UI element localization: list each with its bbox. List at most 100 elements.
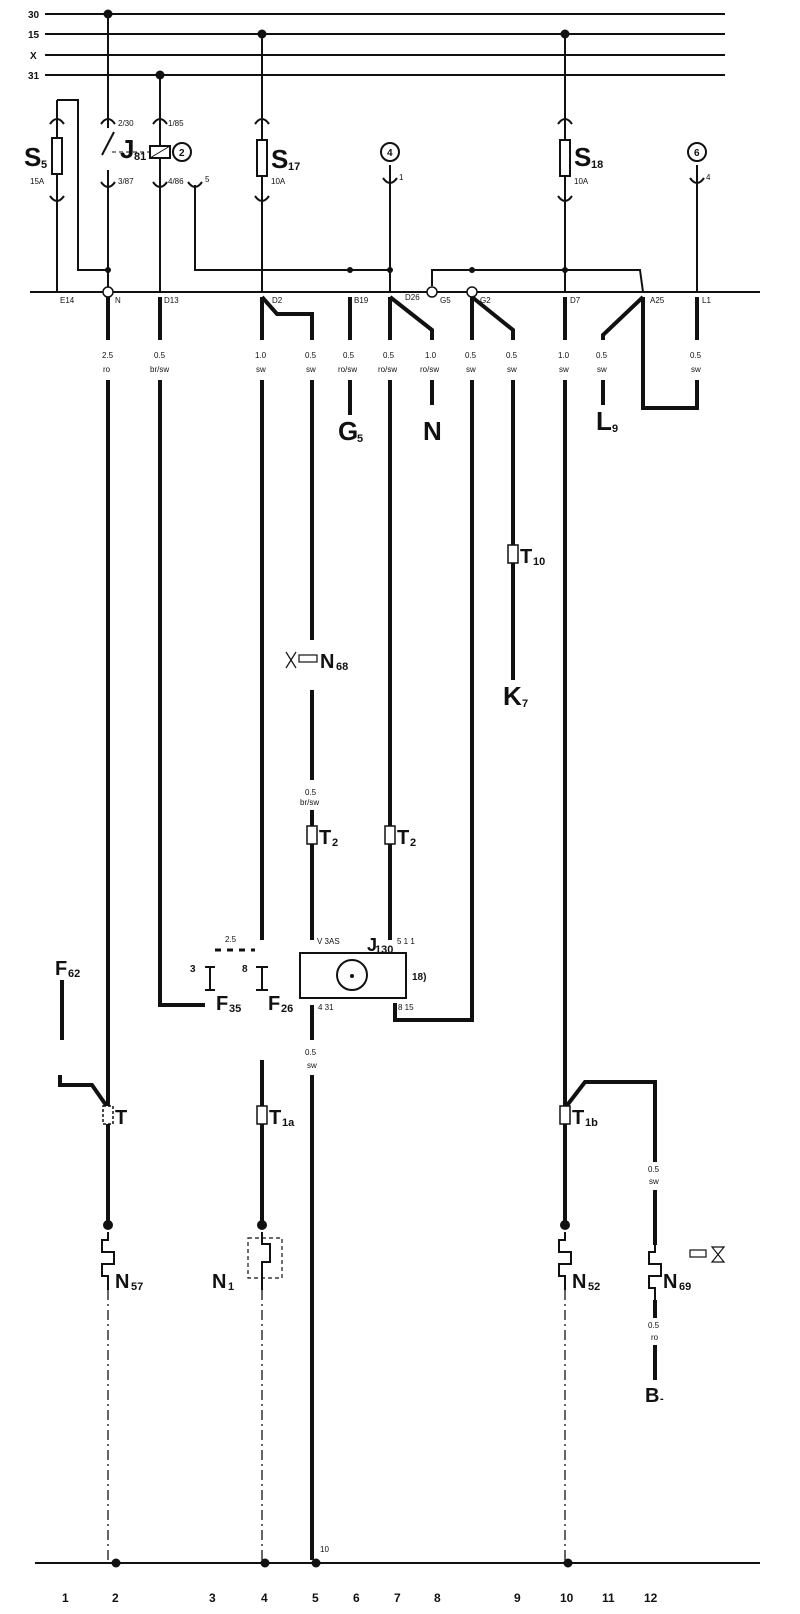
label: T bbox=[115, 1107, 127, 1129]
label: N bbox=[115, 1271, 129, 1293]
wire-col12 bbox=[601, 295, 645, 405]
label: 11 bbox=[602, 1591, 615, 1605]
label: 18 bbox=[591, 159, 603, 171]
label: 9 bbox=[514, 1591, 521, 1605]
label: sw bbox=[307, 1061, 317, 1070]
label: 3 bbox=[190, 964, 196, 975]
connector-a25: A25 bbox=[650, 296, 665, 305]
label: T bbox=[319, 827, 331, 849]
wire-spec: 0.5 sw bbox=[305, 351, 317, 374]
label: 1/85 bbox=[168, 119, 184, 128]
label: 7 bbox=[522, 698, 528, 710]
label: 10 bbox=[533, 556, 545, 568]
power-bus: 30 15 X 31 bbox=[28, 9, 725, 82]
label: 15A bbox=[30, 177, 45, 186]
label: T bbox=[520, 546, 532, 568]
column-numbers: 1 2 3 4 5 6 7 8 9 10 11 12 bbox=[62, 1591, 658, 1605]
lower-wiring bbox=[58, 295, 699, 1560]
label: 1.0 bbox=[255, 351, 267, 360]
wire-spec: 0.5sw bbox=[690, 351, 702, 374]
hourglass-icon bbox=[710, 1246, 726, 1263]
terminal-icon bbox=[100, 118, 203, 188]
label: 35 bbox=[229, 1003, 241, 1015]
bus-label-15: 15 bbox=[28, 30, 40, 41]
label: 1.0 bbox=[425, 351, 437, 360]
label: 0.5 bbox=[154, 351, 166, 360]
terminal-icon bbox=[689, 177, 705, 184]
label: B bbox=[645, 1385, 659, 1407]
label: 9 bbox=[612, 423, 618, 435]
label: 0.5 bbox=[465, 351, 477, 360]
label: 2 bbox=[112, 1591, 119, 1605]
reference-4: 4 1 bbox=[380, 142, 404, 184]
label: sw bbox=[256, 365, 266, 374]
wire-spec: 0.5sw bbox=[465, 351, 477, 374]
fuse-terminal-icon bbox=[254, 118, 270, 202]
label: J bbox=[120, 134, 134, 164]
resistor-icon bbox=[558, 1232, 572, 1290]
label: 1 bbox=[228, 1281, 234, 1293]
label: 0.5 bbox=[596, 351, 608, 360]
label: N bbox=[572, 1271, 586, 1293]
reference-6: 6 4 bbox=[687, 142, 711, 184]
label: S bbox=[574, 142, 591, 172]
label: K bbox=[503, 681, 522, 711]
label: 1.0 bbox=[558, 351, 570, 360]
label: 57 bbox=[131, 1281, 143, 1293]
bus-label-31: 31 bbox=[28, 71, 40, 82]
label: 5 bbox=[41, 159, 47, 171]
label: 130 bbox=[375, 944, 393, 956]
label: 2 bbox=[410, 837, 416, 849]
label: 1a bbox=[282, 1117, 295, 1129]
connector-l1: L1 bbox=[702, 296, 711, 305]
label: br/sw bbox=[300, 798, 319, 807]
label: F bbox=[55, 958, 67, 980]
junction-dot bbox=[347, 267, 353, 273]
label: 4/86 bbox=[168, 177, 184, 186]
label: 69 bbox=[679, 1281, 691, 1293]
label: 26 bbox=[281, 1003, 293, 1015]
label: 4 31 bbox=[318, 1003, 334, 1012]
junction-dot bbox=[105, 267, 111, 273]
label: 0.5 bbox=[648, 1165, 660, 1174]
label: 81 bbox=[134, 151, 146, 163]
connector-n: N bbox=[115, 296, 121, 305]
wire-spec: 0.5br/sw bbox=[300, 788, 319, 807]
label: 10A bbox=[271, 177, 286, 186]
label: 18) bbox=[412, 972, 426, 983]
reference-circle bbox=[172, 142, 192, 162]
wire-spec: 0.5ro/sw bbox=[338, 351, 357, 374]
connector-g2: G2 bbox=[480, 296, 491, 305]
wire-spec: 0.5ro/sw bbox=[378, 351, 397, 374]
label: 62 bbox=[68, 968, 80, 980]
bus-label-x: X bbox=[30, 51, 37, 62]
label: sw bbox=[649, 1177, 659, 1186]
wire-f62 bbox=[58, 980, 110, 1110]
label: T bbox=[572, 1107, 584, 1129]
label: 4 bbox=[706, 173, 711, 182]
resistor-icon bbox=[101, 1232, 115, 1290]
label: ro bbox=[103, 365, 111, 374]
ground-dashed-wires bbox=[107, 1290, 566, 1560]
label: F bbox=[268, 993, 280, 1015]
wire-loop-a25-l1 bbox=[641, 297, 699, 410]
label: L bbox=[596, 406, 612, 436]
label: 8 bbox=[242, 964, 248, 975]
connector-labels: E14 N D13 D2 B19 D26 G5 G2 D7 A25 L1 bbox=[60, 286, 711, 305]
label: 10 bbox=[560, 1591, 574, 1605]
label: 4 bbox=[387, 148, 393, 159]
label: F bbox=[216, 993, 228, 1015]
wire-s5-loop bbox=[57, 99, 108, 271]
connector-g5: G5 bbox=[440, 296, 451, 305]
wire-spec: 0.5 sw bbox=[305, 1048, 317, 1070]
label: 0.5 bbox=[305, 351, 317, 360]
wire-spec: 1.0ro/sw bbox=[420, 351, 439, 374]
label: sw bbox=[306, 365, 316, 374]
label: 0.5 bbox=[305, 1048, 317, 1057]
